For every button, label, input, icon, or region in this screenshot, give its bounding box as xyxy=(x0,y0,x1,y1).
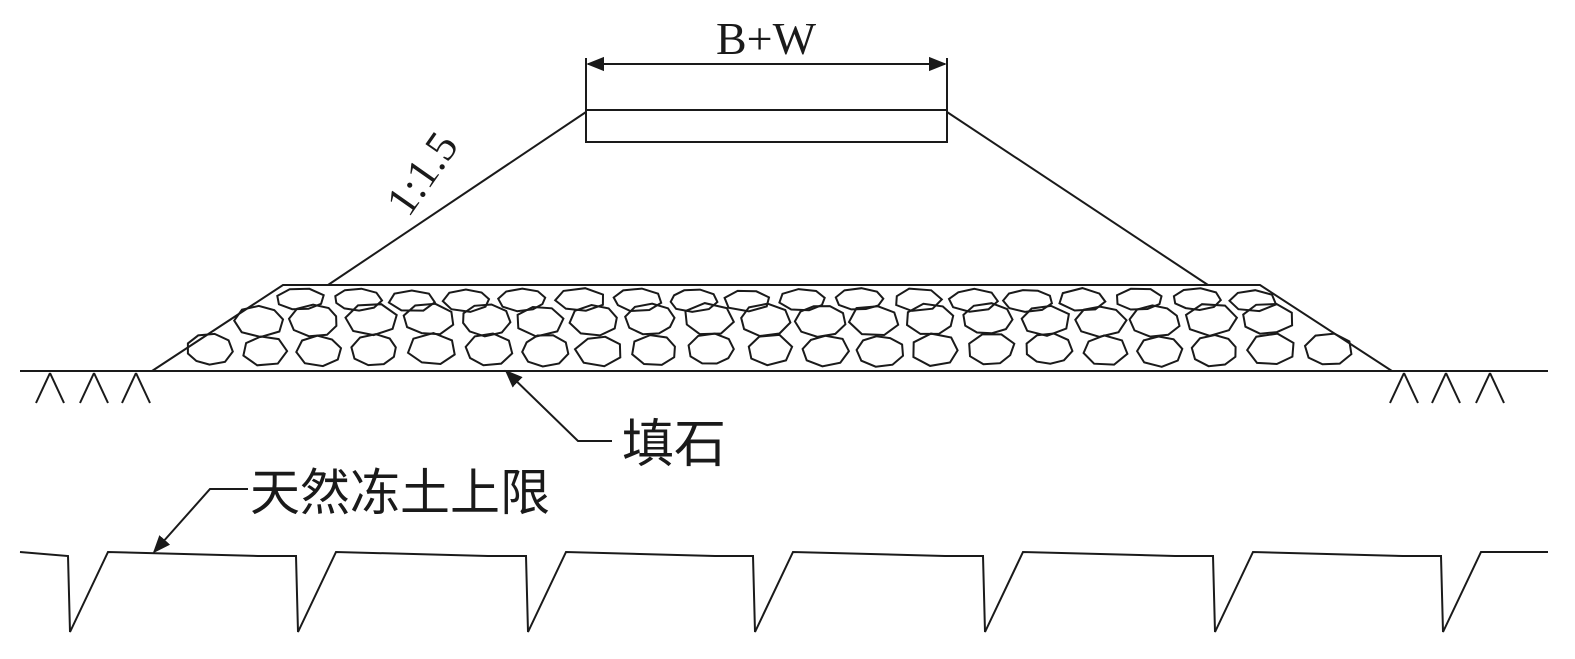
fill-label: 填石 xyxy=(622,417,726,474)
rock-piece xyxy=(740,302,792,338)
rock-piece xyxy=(350,333,397,367)
rock-piece xyxy=(1184,303,1239,337)
rock-piece xyxy=(684,302,736,336)
rock-piece xyxy=(553,287,605,312)
rock-piece xyxy=(947,287,1000,313)
rock-piece xyxy=(568,303,618,337)
ground-hatch-mark xyxy=(1431,372,1447,404)
pavement-layer xyxy=(585,109,948,143)
rock-piece xyxy=(1190,333,1237,368)
rock-piece xyxy=(242,335,289,367)
rock-piece xyxy=(464,332,514,367)
rock-piece xyxy=(1228,289,1278,313)
slope-ratio-label: 1:1.5 xyxy=(376,123,467,224)
rock-piece xyxy=(968,333,1016,366)
rock-piece xyxy=(186,332,234,366)
embankment-slopes: 1:1.5 xyxy=(327,111,1209,286)
rock-piece xyxy=(624,302,676,336)
rock-piece xyxy=(1172,287,1223,312)
rock-piece xyxy=(905,302,955,335)
rock-piece xyxy=(962,302,1014,335)
rock-piece xyxy=(912,332,959,367)
rock-piece xyxy=(801,334,851,368)
rock-piece xyxy=(669,288,719,313)
rock-fill-layer xyxy=(148,284,1396,372)
rock-piece xyxy=(232,304,285,339)
rock-piece xyxy=(334,287,384,312)
rock-piece xyxy=(1074,305,1128,338)
rock-piece xyxy=(895,287,944,312)
ground-hatch-right xyxy=(1389,372,1505,404)
rock-piece xyxy=(402,302,455,336)
permafrost-label: 天然冻土上限 xyxy=(250,465,550,521)
rock-piece xyxy=(747,333,794,367)
rock-piece xyxy=(1135,335,1184,368)
fill-label-group: 填石 xyxy=(504,369,726,474)
rock-piece xyxy=(1001,289,1054,313)
permafrost-line xyxy=(19,550,1548,633)
ground-hatch-mark xyxy=(1445,372,1461,404)
rock-piece xyxy=(1058,287,1107,312)
ground-hatch-mark xyxy=(93,372,109,404)
rock-piece xyxy=(612,287,663,313)
rock-piece xyxy=(778,288,826,312)
rock-piece xyxy=(723,289,771,313)
fill-leader-line xyxy=(504,369,612,442)
rock-piece xyxy=(406,331,456,366)
rock-piece xyxy=(1082,334,1129,366)
slope-right xyxy=(946,111,1209,286)
width-label: B+W xyxy=(716,13,817,64)
rock-piece xyxy=(1025,332,1074,365)
ground-hatch-mark xyxy=(1403,372,1419,404)
pavement-rect xyxy=(585,109,948,143)
rock-piece xyxy=(1020,304,1071,337)
rock-piece xyxy=(276,287,325,311)
permafrost-boundary xyxy=(19,550,1548,633)
rock-piece xyxy=(631,334,676,366)
rock-piece xyxy=(387,289,437,312)
ground-hatch-mark xyxy=(79,372,95,404)
ground-hatch-mark xyxy=(121,372,137,404)
rock-piece xyxy=(521,334,570,368)
slope-left xyxy=(327,111,587,286)
rock-piece xyxy=(573,335,622,368)
permafrost-label-group: 天然冻土上限 xyxy=(152,465,550,554)
ground-hatch-mark xyxy=(135,372,151,404)
rock-piece xyxy=(687,332,735,365)
rock-piece xyxy=(1242,302,1294,335)
rock-piece xyxy=(1303,332,1353,366)
dimension-width: B+W xyxy=(585,13,948,112)
ground-surface xyxy=(20,370,1548,404)
rock-piece xyxy=(855,335,905,368)
rock-piece xyxy=(295,334,343,368)
rock-piece xyxy=(344,303,398,337)
ground-hatch-mark xyxy=(35,372,51,404)
rock-piece xyxy=(847,305,900,337)
permafrost-leader-line xyxy=(152,488,248,554)
ground-hatch-mark xyxy=(1475,372,1491,404)
ground-hatch-left xyxy=(35,372,151,404)
ground-hatch-mark xyxy=(1389,372,1405,404)
rock-piece xyxy=(287,303,338,338)
ground-hatch-mark xyxy=(1489,372,1505,404)
rock-piece xyxy=(1245,332,1295,366)
rock-pattern xyxy=(186,287,1353,368)
ground-hatch-mark xyxy=(49,372,65,404)
